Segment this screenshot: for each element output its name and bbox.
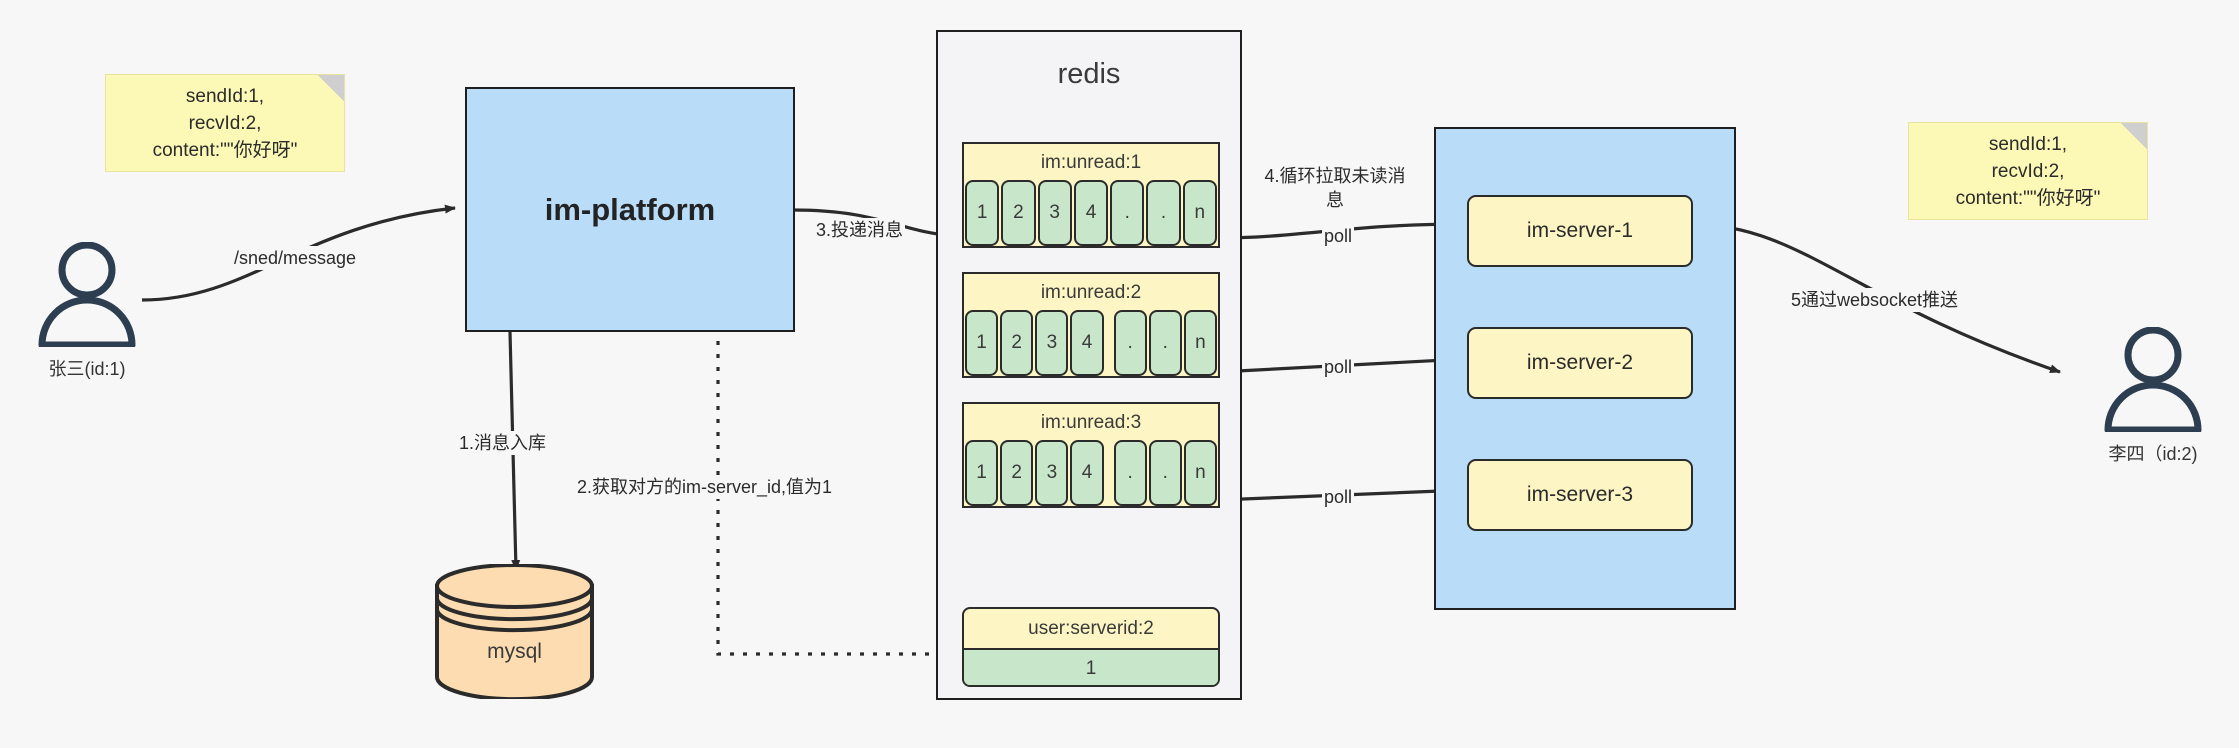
im-server-3-label: im-server-3 bbox=[1526, 483, 1634, 506]
cylinder-icon bbox=[435, 563, 594, 702]
note-sender-text: sendId:1, recvId:2, content:""你好呀" bbox=[152, 85, 298, 161]
im-server-2-label: im-server-2 bbox=[1526, 351, 1634, 374]
list-cell[interactable]: . bbox=[1146, 180, 1181, 246]
redis-list-cells: 1 2 3 4 . . n bbox=[964, 440, 1218, 506]
user-icon bbox=[2104, 326, 2202, 434]
list-cell[interactable]: 2 bbox=[1000, 440, 1034, 506]
im-server-1-label: im-server-1 bbox=[1526, 219, 1634, 242]
redis-container: redis im:unread:1 1 2 3 4 . . n im:unrea… bbox=[936, 30, 1242, 700]
actor-receiver: 李四（id:2) bbox=[2098, 326, 2208, 464]
note-sender-payload: sendId:1, recvId:2, content:""你好呀" bbox=[105, 74, 345, 172]
mysql-label: mysql bbox=[487, 639, 542, 663]
list-cell[interactable]: 3 bbox=[1035, 440, 1069, 506]
edge-label-step4: 4.循环拉取未读消 息 bbox=[1258, 164, 1412, 212]
list-cell[interactable]: 4 bbox=[1070, 440, 1104, 506]
list-cell[interactable]: n bbox=[1183, 440, 1217, 506]
edge-label-step3: 3.投递消息 bbox=[814, 218, 906, 242]
edge-label-poll-3: poll bbox=[1322, 485, 1355, 509]
mysql-datastore[interactable]: mysql bbox=[432, 563, 597, 702]
edge-label-step2: 2.获取对方的im-server_id,值为1 bbox=[575, 475, 835, 499]
im-server-2-box[interactable]: im-server-2 bbox=[1467, 327, 1693, 399]
list-cell[interactable]: 3 bbox=[1035, 310, 1069, 376]
edge-label-step1: 1.消息入库 bbox=[457, 431, 549, 455]
redis-list-key: im:unread:1 bbox=[1040, 152, 1142, 173]
redis-list-cells: 1 2 3 4 . . n bbox=[964, 180, 1218, 246]
im-server-group: im-server-1 im-server-2 im-server-3 bbox=[1434, 127, 1736, 610]
list-cell[interactable]: 3 bbox=[1037, 180, 1072, 246]
redis-kv-value: 1 bbox=[964, 648, 1218, 685]
redis-list-key: im:unread:2 bbox=[1040, 282, 1142, 303]
edge-label-send-message: /sned/message bbox=[232, 246, 359, 270]
redis-list-im-unread-1[interactable]: im:unread:1 1 2 3 4 . . n bbox=[962, 142, 1220, 248]
list-cell[interactable]: . bbox=[1148, 310, 1182, 376]
actor-receiver-caption: 李四（id:2) bbox=[2108, 444, 2198, 464]
im-platform-box[interactable]: im-platform bbox=[465, 87, 795, 332]
im-platform-label: im-platform bbox=[544, 191, 716, 227]
list-cell[interactable]: . bbox=[1148, 440, 1182, 506]
redis-kv-key: user:serverid:2 bbox=[1028, 617, 1154, 639]
list-cell[interactable]: . bbox=[1113, 440, 1147, 506]
list-cell[interactable]: n bbox=[1183, 310, 1217, 376]
im-server-3-box[interactable]: im-server-3 bbox=[1467, 459, 1693, 531]
list-cell[interactable]: 4 bbox=[1073, 180, 1109, 246]
note-receiver-payload: sendId:1, recvId:2, content:""你好呀" bbox=[1908, 122, 2148, 220]
list-cell[interactable]: . bbox=[1113, 310, 1147, 376]
list-cell[interactable]: 1 bbox=[965, 440, 999, 506]
note-fold-icon bbox=[2121, 123, 2147, 149]
redis-kv-user-serverid[interactable]: user:serverid:2 1 bbox=[962, 607, 1220, 687]
list-cell[interactable]: 2 bbox=[1000, 310, 1034, 376]
list-cell[interactable]: 1 bbox=[965, 180, 1000, 246]
list-cell[interactable]: 4 bbox=[1070, 310, 1104, 376]
list-cell[interactable]: 1 bbox=[965, 310, 999, 376]
list-cell[interactable]: n bbox=[1182, 180, 1217, 246]
list-cell[interactable]: . bbox=[1110, 180, 1145, 246]
redis-list-key: im:unread:3 bbox=[1040, 412, 1142, 433]
edge-label-poll-1: poll bbox=[1322, 224, 1355, 248]
actor-sender: 张三(id:1) bbox=[32, 241, 142, 379]
redis-list-im-unread-2[interactable]: im:unread:2 1 2 3 4 . . n bbox=[962, 272, 1220, 378]
user-icon bbox=[38, 241, 136, 349]
note-receiver-text: sendId:1, recvId:2, content:""你好呀" bbox=[1955, 133, 2101, 209]
list-cell[interactable]: 2 bbox=[1001, 180, 1036, 246]
edge-label-poll-2: poll bbox=[1322, 355, 1355, 379]
redis-list-cells: 1 2 3 4 . . n bbox=[964, 310, 1218, 376]
redis-title: redis bbox=[1057, 58, 1121, 90]
actor-sender-caption: 张三(id:1) bbox=[48, 359, 126, 379]
im-server-1-box[interactable]: im-server-1 bbox=[1467, 195, 1693, 267]
edge-label-step5: 5通过websocket推送 bbox=[1789, 288, 1961, 312]
note-fold-icon bbox=[318, 75, 344, 101]
redis-list-im-unread-3[interactable]: im:unread:3 1 2 3 4 . . n bbox=[962, 402, 1220, 508]
